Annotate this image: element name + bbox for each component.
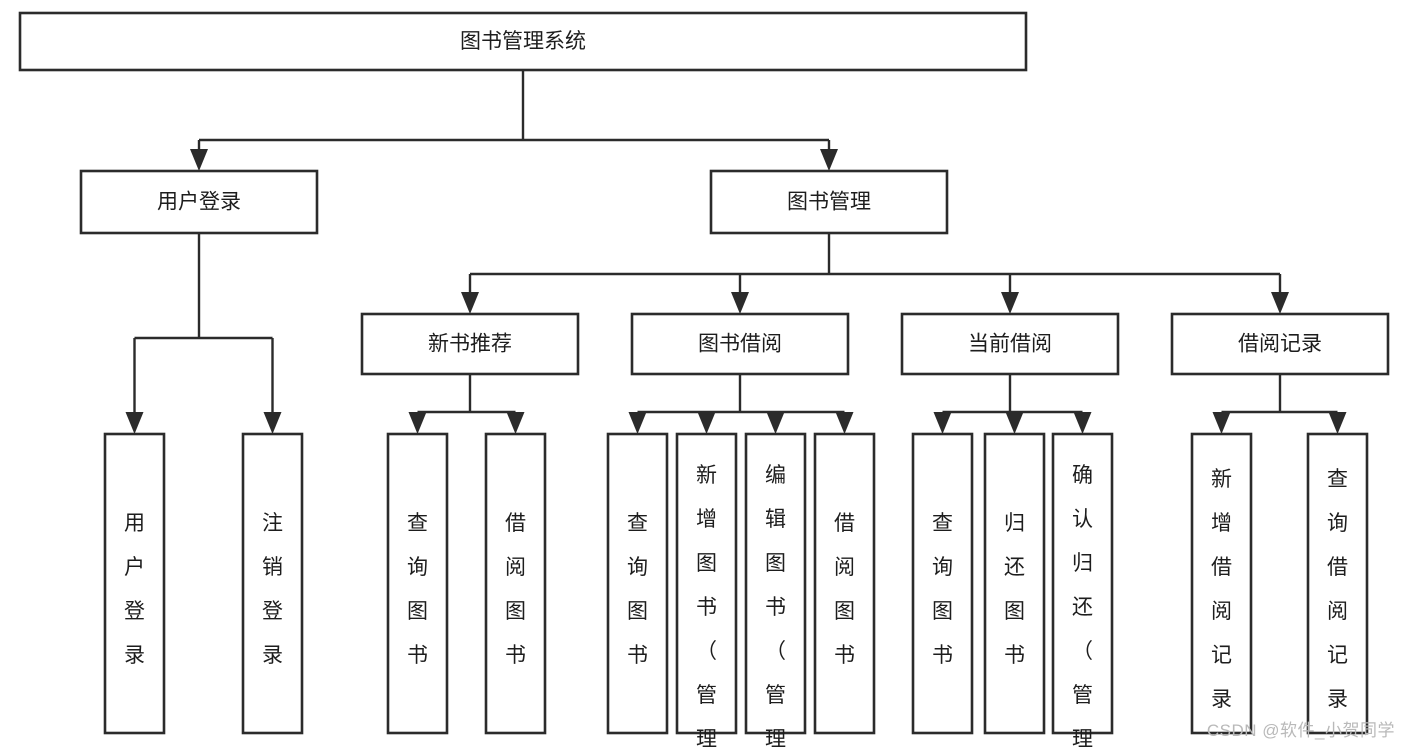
node-label: 注销登录	[262, 512, 283, 667]
leaf-node-3-借阅图书[interactable]: 借阅图书	[484, 432, 547, 735]
node-rect	[744, 432, 807, 735]
root-node-0-图书管理系统[interactable]: 图书管理系统	[18, 11, 1028, 72]
node-label: 借阅记录	[1238, 333, 1322, 356]
node-rect	[484, 432, 547, 735]
node-label: 图书借阅	[698, 333, 782, 356]
leaf-node-1-注销登录[interactable]: 注销登录	[241, 432, 304, 735]
leaf-node-2-查询图书[interactable]: 查询图书	[386, 432, 449, 735]
leaf-node-9-归还图书[interactable]: 归还图书	[983, 432, 1046, 735]
node-label: 图书管理	[787, 191, 871, 214]
node-label: 确认归还（管理员）	[1072, 464, 1093, 747]
arrow-head-icon	[628, 412, 647, 434]
node-label: 图书管理系统	[460, 30, 586, 53]
arrow-head-icon	[1005, 412, 1024, 434]
node-label: 用户登录	[124, 512, 145, 667]
leaf-node-6-编辑图书管理[interactable]: 编辑图书（管理员）	[744, 432, 807, 747]
node-label: 查询借阅记录	[1327, 468, 1348, 711]
arrow-head-icon	[506, 412, 525, 434]
node-label: 当前借阅	[968, 333, 1052, 356]
arrow-head-icon	[461, 292, 479, 314]
node-rect	[1306, 432, 1369, 735]
node-rect	[983, 432, 1046, 735]
node-label: 借阅图书	[505, 512, 526, 667]
node-label: 归还图书	[1004, 512, 1025, 667]
arrow-head-icon	[731, 292, 749, 314]
node-rect	[79, 169, 319, 235]
node-label: 编辑图书（管理员）	[765, 464, 786, 747]
level1-node-0-用户登录[interactable]: 用户登录	[79, 169, 319, 235]
node-boxes-group: 图书管理系统用户登录图书管理新书推荐图书借阅当前借阅借阅记录用户登录注销登录查询…	[18, 11, 1390, 747]
node-rect	[606, 432, 669, 735]
node-rect	[18, 11, 1028, 72]
leaf-node-10-确认归还管理[interactable]: 确认归还（管理员）	[1051, 432, 1114, 747]
node-rect	[360, 312, 580, 376]
arrow-head-icon	[1328, 412, 1347, 434]
arrow-head-icon	[1271, 292, 1289, 314]
arrow-head-icon	[835, 412, 854, 434]
leaf-node-4-查询图书[interactable]: 查询图书	[606, 432, 669, 735]
arrow-head-icon	[263, 412, 282, 434]
level2-node-3-借阅记录[interactable]: 借阅记录	[1170, 312, 1390, 376]
arrow-head-icon	[1212, 412, 1231, 434]
node-rect	[1051, 432, 1114, 735]
arrow-head-icon	[1073, 412, 1092, 434]
node-rect	[911, 432, 974, 735]
arrow-head-icon	[820, 149, 838, 171]
node-label: 查询图书	[407, 512, 428, 667]
level2-node-2-当前借阅[interactable]: 当前借阅	[900, 312, 1120, 376]
arrow-head-icon	[125, 412, 144, 434]
node-label: 借阅图书	[834, 512, 855, 667]
node-rect	[386, 432, 449, 735]
node-rect	[675, 432, 738, 735]
arrow-head-icon	[766, 412, 785, 434]
level1-node-1-图书管理[interactable]: 图书管理	[709, 169, 949, 235]
node-rect	[813, 432, 876, 735]
node-rect	[630, 312, 850, 376]
node-rect	[241, 432, 304, 735]
arrow-head-icon	[697, 412, 716, 434]
node-label: 用户登录	[157, 191, 241, 214]
arrow-head-icon	[190, 149, 208, 171]
node-label: 新增借阅记录	[1211, 468, 1232, 711]
leaf-node-11-新增借阅记录[interactable]: 新增借阅记录	[1190, 432, 1253, 735]
leaf-node-7-借阅图书[interactable]: 借阅图书	[813, 432, 876, 735]
leaf-node-12-查询借阅记录[interactable]: 查询借阅记录	[1306, 432, 1369, 735]
node-rect	[1170, 312, 1390, 376]
node-rect	[1190, 432, 1253, 735]
node-rect	[709, 169, 949, 235]
node-rect	[900, 312, 1120, 376]
node-label: 查询图书	[627, 512, 648, 667]
connector-lines-group	[125, 70, 1347, 434]
node-rect	[103, 432, 166, 735]
leaf-node-5-新增图书管理[interactable]: 新增图书（管理员）	[675, 432, 738, 747]
arrow-head-icon	[408, 412, 427, 434]
leaf-node-8-查询图书[interactable]: 查询图书	[911, 432, 974, 735]
arrow-head-icon	[1001, 292, 1019, 314]
csdn-watermark: CSDN @软件_小贺同学	[1206, 721, 1395, 740]
arrow-head-icon	[933, 412, 952, 434]
level2-node-0-新书推荐[interactable]: 新书推荐	[360, 312, 580, 376]
node-label: 新书推荐	[428, 333, 512, 356]
node-label: 查询图书	[932, 512, 953, 667]
node-label: 新增图书（管理员）	[696, 464, 717, 747]
level2-node-1-图书借阅[interactable]: 图书借阅	[630, 312, 850, 376]
leaf-node-0-用户登录[interactable]: 用户登录	[103, 432, 166, 735]
